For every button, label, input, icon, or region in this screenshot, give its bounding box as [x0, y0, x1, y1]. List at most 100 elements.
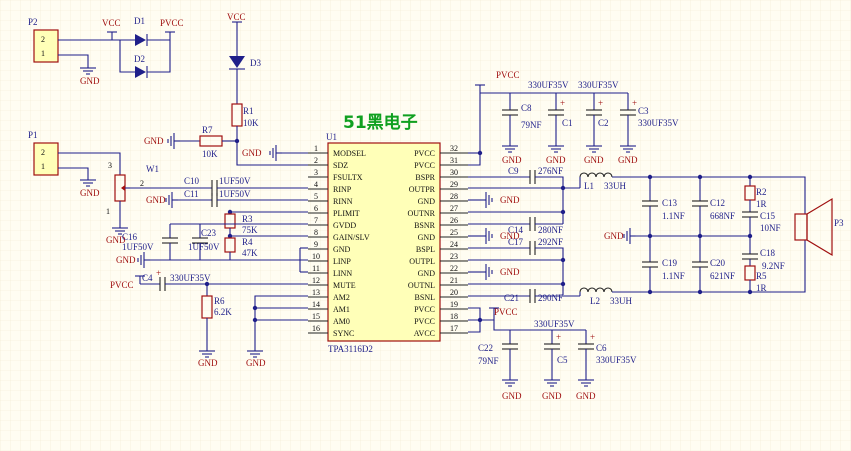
r2-ref: R2	[756, 187, 767, 197]
u1-ref: U1	[326, 132, 337, 142]
u1-pin-number: 24	[450, 240, 458, 249]
c20-value: 621NF	[710, 271, 735, 281]
u1-pin-name: OUTNR	[407, 209, 435, 218]
c22-ref: C22	[478, 343, 493, 353]
p2-ref: P2	[28, 17, 38, 27]
c6-ref: C6	[596, 343, 607, 353]
u1-pin-number: 5	[314, 192, 318, 201]
u1-pin-number: 18	[450, 312, 458, 321]
u1-pin-number: 9	[314, 240, 318, 249]
u1-pin-name: PLIMIT	[333, 209, 360, 218]
gnd-label: GND	[246, 358, 266, 368]
u1-pin-number: 31	[450, 156, 458, 165]
c15-ref: C15	[760, 211, 776, 221]
u1-pin-number: 21	[450, 276, 458, 285]
c4-value: 330UF35V	[170, 273, 211, 283]
c8-ref: C8	[521, 103, 532, 113]
c18-value: 9.2NF	[762, 261, 785, 271]
svg-text:+: +	[632, 98, 637, 108]
capacitor-c15: C15 10NF	[742, 211, 781, 236]
u1-pin-name: MODSEL	[333, 149, 366, 158]
u1-pin-number: 26	[450, 216, 458, 225]
capacitor-c19: C19 1.1NF	[642, 236, 685, 292]
diode-d2: D2	[119, 40, 171, 78]
r6-value: 6.2K	[214, 307, 232, 317]
svg-text:+: +	[590, 332, 595, 342]
u1-pin-name: RINP	[333, 185, 352, 194]
gnd-label: GND	[618, 155, 638, 165]
capacitor-c20: C20 621NF	[692, 236, 735, 292]
svg-text:+: +	[598, 98, 603, 108]
u1-pin-number: 29	[450, 180, 458, 189]
capacitor-c18: C18 9.2NF	[742, 236, 785, 271]
c23-value: 1UF50V	[188, 242, 220, 252]
r3-ref: R3	[242, 214, 253, 224]
r6-ref: R6	[214, 296, 225, 306]
r1-ref: R1	[243, 106, 254, 116]
d2-ref: D2	[134, 54, 145, 64]
capacitor-c23: C23 1UF50V	[188, 228, 220, 260]
c21-value: 290NF	[538, 293, 563, 303]
gnd-label: GND	[500, 267, 520, 277]
u1-pin-name: PVCC	[414, 161, 435, 170]
diode-d1: D1	[112, 16, 170, 46]
capacitor-c1: + 330UF35V C1 GND	[528, 80, 573, 165]
capacitor-c13: C13 1.1NF	[642, 177, 685, 236]
c13-value: 1.1NF	[662, 211, 685, 221]
p1-pin1: 1	[41, 162, 45, 171]
c10-value: 1UF50V	[219, 176, 251, 186]
c12-value: 668NF	[710, 211, 735, 221]
speaker-p3: P3	[794, 197, 844, 257]
resistor-r7: GND R7 10K	[144, 125, 240, 159]
pvcc-label: PVCC	[496, 70, 520, 80]
c14-ref: C14	[508, 225, 524, 235]
u1-pin-name: GAIN/SLV	[333, 233, 370, 242]
c8-value: 79NF	[521, 120, 542, 130]
c11-value: 1UF50V	[219, 189, 251, 199]
gnd-label: GND	[242, 148, 262, 158]
c16-ref: C16	[122, 232, 138, 242]
pvcc-label: PVCC	[110, 280, 134, 290]
u1-pin-number: 20	[450, 288, 458, 297]
u1-pin-number: 13	[312, 288, 320, 297]
u1-pin-name: BSNR	[414, 221, 436, 230]
capacitor-c22: C22 79NF GND	[478, 330, 522, 401]
gnd-label: GND	[500, 195, 520, 205]
gnd-label: GND	[500, 231, 520, 241]
c10-ref: C10	[184, 176, 200, 186]
c9-value: 276NF	[538, 166, 563, 176]
ic-u1: U1 TPA3116D2 1MODSEL2SDZ3FSULTX4RINP5RIN…	[308, 132, 468, 354]
r7-value: 10K	[202, 149, 218, 159]
u1-pin-number: 11	[312, 264, 320, 273]
inductor-l1: L1 33UH	[579, 172, 650, 191]
l2-value: 33UH	[610, 296, 632, 306]
c14-value: 280NF	[538, 225, 563, 235]
inductor-l2: L2 33UH	[579, 287, 650, 306]
gnd-label: GND	[80, 188, 100, 198]
c2-value: 330UF35V	[578, 80, 619, 90]
gnd-label: GND	[116, 255, 136, 265]
vcc-label: VCC	[227, 12, 246, 22]
connector-p1: P1 2 1	[28, 130, 59, 176]
d3-ref: D3	[250, 58, 261, 68]
u1-pin-number: 17	[450, 324, 458, 333]
u1-pin-name: GND	[418, 233, 436, 242]
u1-pin-name: LINP	[333, 257, 351, 266]
u1-pin-name: MUTE	[333, 281, 356, 290]
u1-pin-number: 15	[312, 312, 320, 321]
u1-pin-number: 22	[450, 264, 458, 273]
u1-pin-number: 6	[314, 204, 318, 213]
u1-pin-name: GND	[418, 197, 436, 206]
u1-pin-number: 1	[314, 144, 318, 153]
svg-text:+: +	[556, 332, 561, 342]
p2-pin2: 2	[41, 35, 45, 44]
resistor-r2: R2 1R	[744, 177, 767, 212]
resistor-r5: R5 1R	[744, 265, 767, 293]
u1-pin-number: 2	[314, 156, 318, 165]
c1-ref: C1	[562, 118, 573, 128]
u1-pin-number: 32	[450, 144, 458, 153]
c5-ref: C5	[557, 355, 568, 365]
r5-value: 1R	[756, 283, 767, 293]
u1-pin-name: OUTNL	[408, 281, 435, 290]
